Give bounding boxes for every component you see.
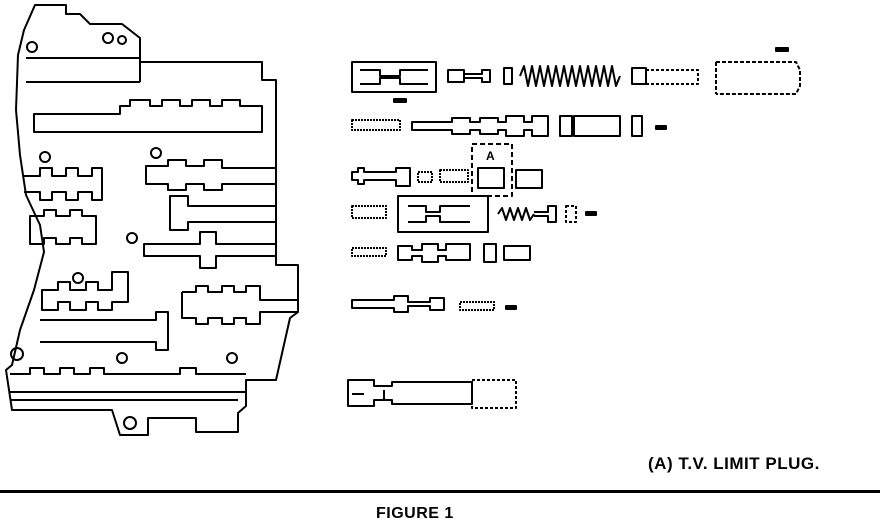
- valve-bore: [41, 271, 129, 311]
- retainer-clip: [585, 211, 597, 216]
- spring: [459, 301, 495, 311]
- valve-bore: [24, 167, 103, 201]
- mount-hole: [39, 151, 51, 163]
- callout-letter: A: [486, 149, 495, 163]
- spring: [351, 119, 401, 131]
- valve-bore: [181, 285, 298, 325]
- mount-hole: [150, 147, 162, 159]
- spring: [497, 207, 535, 221]
- retainer-clip: [505, 305, 517, 310]
- retainer-clip: [393, 98, 407, 103]
- mount-hole: [72, 272, 84, 284]
- manual-valve: [347, 379, 473, 407]
- mount-hole: [102, 32, 114, 44]
- spring: [417, 171, 433, 183]
- plug: [631, 115, 643, 137]
- mount-hole: [123, 416, 137, 430]
- plug: [515, 169, 543, 189]
- tv-limit-callout-box: [471, 143, 513, 197]
- valve-spool: [503, 67, 513, 85]
- sleeve: [573, 115, 621, 137]
- valve-bore: [40, 311, 169, 351]
- mount-hole: [126, 232, 138, 244]
- divider-rule: [0, 490, 880, 493]
- valve-spool: [464, 69, 491, 83]
- spring: [439, 169, 469, 183]
- spring: [351, 205, 387, 219]
- retainer-clip: [655, 125, 667, 130]
- tv-limit-plug-note: (A) T.V. LIMIT PLUG.: [648, 454, 820, 473]
- plug: [631, 67, 647, 85]
- valve-spool: [351, 295, 445, 313]
- valve-spool: [447, 69, 465, 83]
- valve-bore: [169, 195, 277, 231]
- spring-seat: [645, 69, 699, 85]
- mount-hole: [117, 35, 127, 45]
- manual-valve-detent: [471, 379, 517, 409]
- valve-spool: [351, 167, 411, 187]
- retainer-clip: [775, 47, 789, 52]
- mount-hole: [116, 352, 128, 364]
- valve-bore: [143, 231, 277, 269]
- valve-bore: [33, 99, 263, 133]
- mount-hole: [26, 41, 38, 53]
- sleeve: [397, 195, 489, 233]
- valve-bore: [29, 209, 97, 245]
- plug: [503, 245, 531, 261]
- valve-spool: [397, 243, 471, 263]
- spring: [351, 247, 387, 257]
- plug: [565, 205, 577, 223]
- valve-body-outline: [5, 4, 299, 436]
- sleeve: [559, 115, 573, 137]
- valve-bore: [26, 57, 141, 83]
- tv-limit-plug: [477, 167, 505, 189]
- sleeve: [351, 61, 437, 93]
- valve-spool: [411, 115, 549, 137]
- bushing: [715, 61, 801, 95]
- valve-bore: [10, 367, 246, 401]
- mount-hole: [226, 352, 238, 364]
- spring: [519, 65, 621, 87]
- figure-title: FIGURE 1: [376, 505, 454, 522]
- plug: [483, 243, 497, 263]
- valve-bore: [145, 159, 277, 191]
- valve-spool: [534, 205, 557, 223]
- mount-hole: [10, 347, 24, 361]
